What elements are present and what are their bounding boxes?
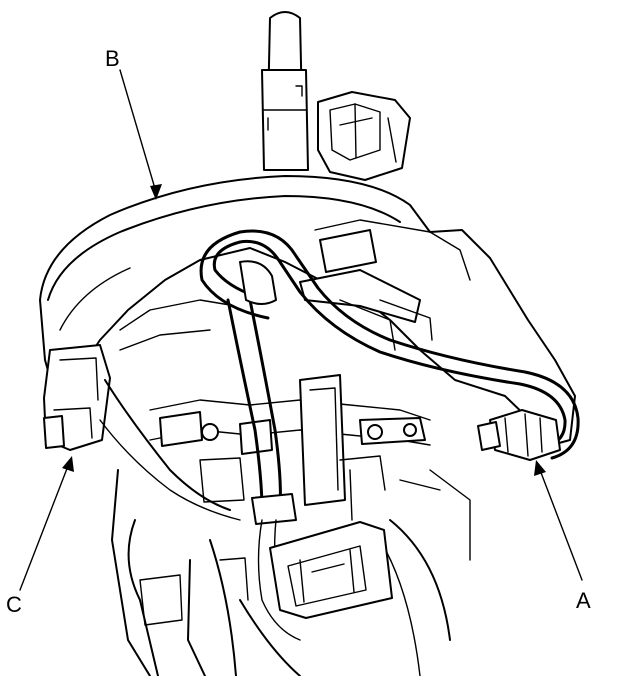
lower-bracket-structure bbox=[111, 469, 471, 676]
interior-mechanism bbox=[119, 219, 471, 506]
callout-a-label: A bbox=[576, 588, 591, 613]
side-switch-connector bbox=[477, 409, 561, 461]
leader-c bbox=[19, 456, 74, 591]
leader-b bbox=[119, 69, 162, 200]
left-side-bracket bbox=[43, 344, 241, 521]
callout-c-label: C bbox=[6, 592, 22, 617]
lower-connector bbox=[269, 521, 393, 619]
leader-a bbox=[534, 460, 583, 581]
upper-connector-block bbox=[317, 91, 411, 181]
callout-b-label: B bbox=[105, 46, 120, 71]
shift-lever-rod bbox=[261, 11, 309, 171]
